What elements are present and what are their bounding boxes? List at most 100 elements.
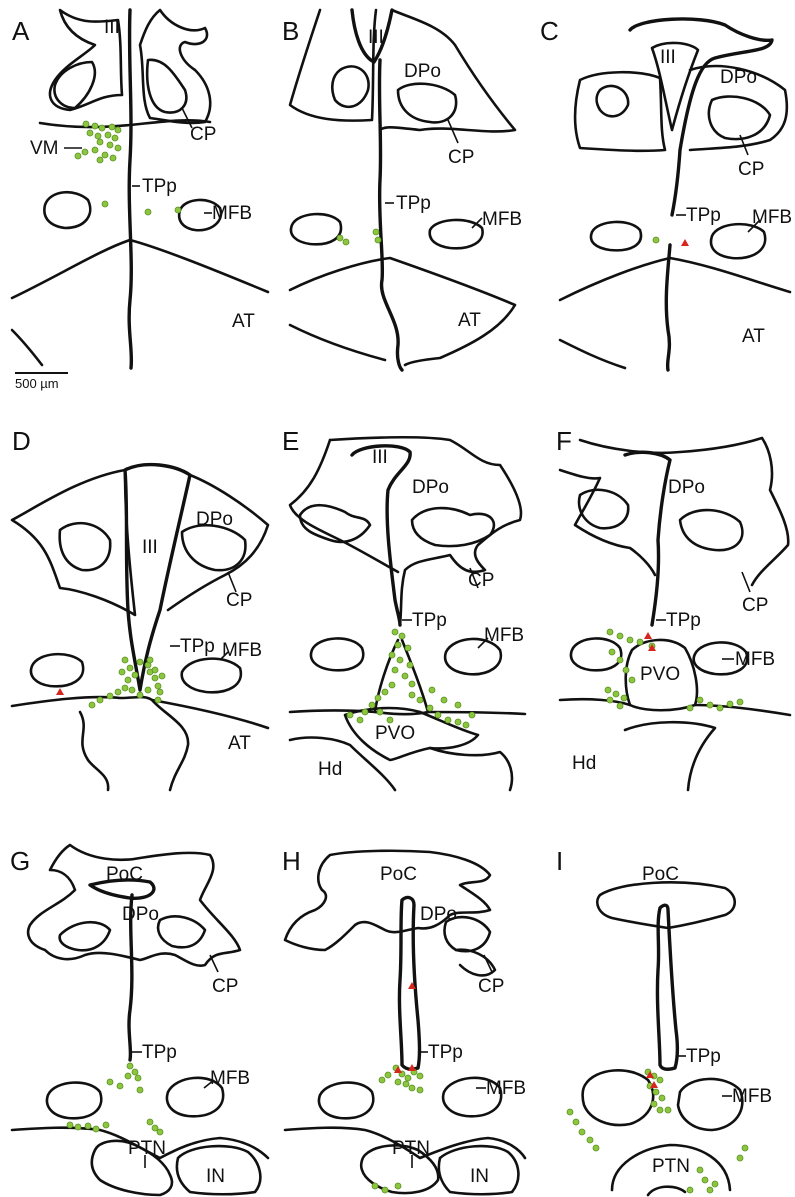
cell-dot: [82, 149, 88, 155]
cell-dot: [157, 1129, 163, 1135]
panel-e-ventricle-label: III: [372, 447, 388, 468]
panel-b: B III DPo CP TPp MFB AT: [282, 10, 522, 370]
cell-dot: [623, 667, 629, 673]
cell-dot: [717, 705, 723, 711]
cell-dot: [75, 1124, 81, 1130]
panel-i-letter: I: [556, 846, 563, 876]
cell-dot: [637, 639, 643, 645]
cell-dot: [155, 683, 161, 689]
cell-dot: [653, 1089, 659, 1095]
panel-h-ptn-label: PTN: [392, 1138, 430, 1159]
panel-e-right-lower-structure: [430, 748, 512, 790]
cell-dot: [379, 1077, 385, 1083]
triangle-marker: [56, 688, 64, 695]
cell-dot: [659, 1095, 665, 1101]
cell-dot: [129, 687, 135, 693]
panel-b-letter: B: [282, 16, 299, 46]
panel-b-cp-leader: [448, 120, 458, 143]
cell-dot: [152, 667, 158, 673]
panel-e-left-mfb: [311, 638, 363, 670]
panel-g-right-inner-lobe: [158, 916, 205, 947]
panel-c-right-inner-lobe: [709, 96, 770, 139]
panel-g-letter: G: [10, 846, 30, 876]
panel-c-tpp-label: TPp: [686, 205, 721, 226]
cell-dot: [605, 687, 611, 693]
panel-e-mfb-label: MFB: [484, 625, 524, 646]
panel-f-cp-label: CP: [742, 595, 768, 616]
panel-c-right-mfb: [711, 224, 765, 258]
panel-b-dpo-label: DPo: [404, 61, 441, 82]
cell-dot: [377, 709, 383, 715]
cell-dot: [87, 130, 93, 136]
cell-dot: [337, 235, 343, 241]
panel-a-ventricle-label: III: [104, 17, 120, 38]
cell-dot: [429, 687, 435, 693]
panel-c: C III DPo CP TPp MFB AT: [540, 16, 792, 370]
cell-dot: [97, 697, 103, 703]
panel-c-letter: C: [540, 16, 559, 46]
panel-d-right-mfb: [182, 659, 241, 693]
panel-e-hd-label: Hd: [318, 759, 342, 780]
cell-dot: [382, 1187, 388, 1193]
panel-c-ventral-boundary: [560, 258, 790, 300]
panel-b-left-dorsal-lobe: [290, 10, 376, 121]
cell-dot: [110, 155, 116, 161]
cell-dot: [417, 1087, 423, 1093]
cell-dot: [665, 1107, 671, 1113]
cell-dot: [653, 237, 659, 243]
panel-d-left-dorsal-lobe: [12, 470, 135, 615]
panel-g-tpp-label: TPp: [142, 1042, 177, 1063]
cell-dot: [417, 1073, 423, 1079]
cell-dot: [373, 229, 379, 235]
cell-dot: [405, 1075, 411, 1081]
cell-dot: [403, 1081, 409, 1087]
panel-a-right-inner-lobe: [147, 60, 186, 113]
cell-dot: [567, 1109, 573, 1115]
panel-b-mfb-label: MFB: [482, 209, 522, 230]
cell-dot: [737, 699, 743, 705]
cell-dot: [617, 633, 623, 639]
cell-dot: [593, 1145, 599, 1151]
cell-dot: [122, 685, 128, 691]
cell-dot: [687, 705, 693, 711]
cell-dot: [125, 1073, 131, 1079]
cell-dot: [112, 135, 118, 141]
cell-dot: [175, 207, 181, 213]
cell-dot: [97, 139, 103, 145]
panel-a-midline: [129, 10, 131, 368]
cell-dot: [347, 712, 353, 718]
cell-dot: [102, 201, 108, 207]
cell-dot: [105, 132, 111, 138]
panel-d-dpo-label: DPo: [196, 509, 233, 530]
panel-c-dpo-label: DPo: [720, 67, 757, 88]
panel-c-left-inner-lobe: [597, 86, 629, 116]
cell-dot: [613, 691, 619, 697]
panel-e: E III DPo CP TPp MFB PVO Hd: [282, 426, 525, 790]
triangle-marker: [681, 239, 689, 246]
panel-h-mfb-label: MFB: [486, 1078, 526, 1099]
cell-dot: [92, 147, 98, 153]
panel-e-right-inner-lobe: [412, 508, 494, 546]
cell-dot: [435, 712, 441, 718]
cell-dot: [587, 1137, 593, 1143]
cell-dot: [409, 1085, 415, 1091]
cell-dot: [115, 689, 121, 695]
panel-a: A III CP VM TPp MFB AT: [12, 10, 268, 368]
cell-dot: [155, 697, 161, 703]
panel-c-midline-lower: [666, 245, 670, 370]
panel-e-dpo-label: DPo: [412, 477, 449, 498]
panel-h-right-lower-lobe: [456, 950, 495, 976]
cell-dot: [469, 712, 475, 718]
panel-g-poc-label: PoC: [106, 864, 143, 885]
panel-f-right-inner-lobe: [680, 510, 742, 550]
panel-b-right-dorsal-lobe: [380, 10, 515, 131]
panel-b-tpp-label: TPp: [396, 193, 431, 214]
panel-i-ventricle: [657, 905, 677, 1069]
cell-dot: [727, 701, 733, 707]
cell-dot: [702, 1177, 708, 1183]
cell-dot: [107, 693, 113, 699]
triangle-marker: [644, 632, 652, 639]
panel-a-vm-label: VM: [30, 138, 59, 159]
cell-dot: [95, 133, 101, 139]
panel-b-left-inner-lobe: [332, 66, 368, 106]
